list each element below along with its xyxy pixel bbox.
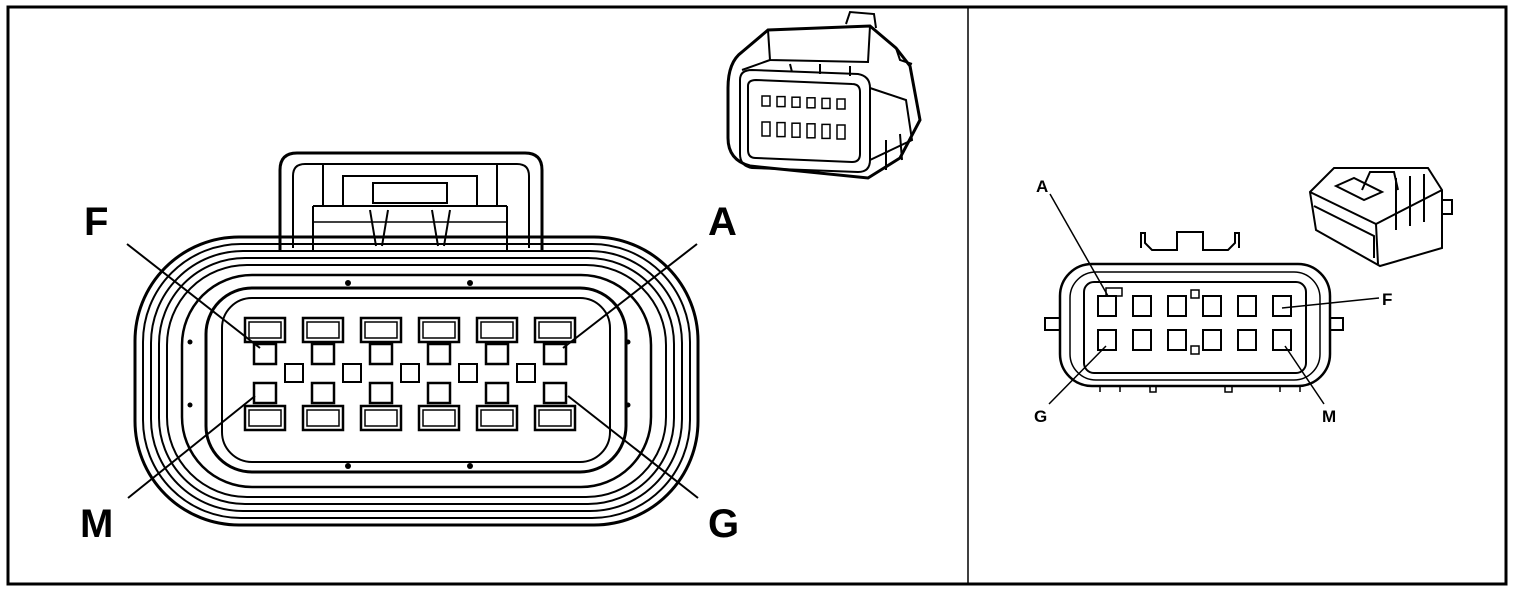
- terminal-bottom: [542, 381, 568, 405]
- cavity-divider: [284, 363, 304, 383]
- terminal-bottom: [426, 381, 452, 405]
- cavity-bottom: [1132, 329, 1152, 351]
- connector-mating-3d-icon: [1308, 167, 1453, 268]
- terminal-top: [542, 342, 568, 366]
- left-leader-lines: [126, 243, 699, 499]
- cavity-top: [243, 316, 287, 344]
- thumb-cavity-bottom: [761, 121, 771, 137]
- cavity-bottom: [243, 404, 287, 432]
- terminal-bottom: [310, 381, 336, 405]
- left-face-dots: [187, 280, 631, 469]
- thumb-cavity-top: [806, 97, 816, 109]
- terminal-bottom: [484, 381, 510, 405]
- cavity-bottom: [359, 404, 403, 432]
- cavity-top-inner: [364, 321, 398, 339]
- thumb-cavity-top: [776, 95, 786, 108]
- cavity-top-inner: [538, 321, 572, 339]
- cavity-top-inner: [248, 321, 282, 339]
- right-cavity-grid: [1097, 295, 1292, 351]
- thumb-cavity-bottom: [791, 122, 801, 138]
- thumb-cavity-top: [791, 96, 801, 108]
- cavity-top: [417, 316, 461, 344]
- cavity-top-inner: [480, 321, 514, 339]
- thumb-cavity-bottom: [806, 123, 816, 139]
- cavity-top-inner: [306, 321, 340, 339]
- outer-frame: [6, 5, 1508, 586]
- right-label-bottom-left: G: [1034, 407, 1047, 426]
- cavity-bottom-inner: [306, 409, 340, 427]
- thumb-cavity-bottom: [836, 124, 846, 140]
- cavity-divider: [342, 363, 362, 383]
- terminal-bottom: [368, 381, 394, 405]
- connector-harness-3d-icon: [726, 10, 922, 180]
- terminal-top: [310, 342, 336, 366]
- terminal-top: [426, 342, 452, 366]
- right-label-bottom-right: M: [1322, 407, 1336, 426]
- left-label-bottom-right: G: [708, 502, 739, 546]
- thumb-cavity-bottom: [821, 123, 831, 140]
- left-label-bottom-left: M: [80, 502, 113, 546]
- cavity-bottom-inner: [538, 409, 572, 427]
- cavity-top: [533, 316, 577, 344]
- right-label-top-left: A: [1036, 177, 1048, 196]
- cavity-bottom: [1272, 329, 1292, 351]
- cavity-bottom-inner: [364, 409, 398, 427]
- thumb-cavity-grid: [761, 95, 846, 140]
- cavity-top: [1237, 295, 1257, 317]
- thumb-cavity-top: [836, 98, 846, 110]
- cavity-top: [359, 316, 403, 344]
- terminal-top: [252, 342, 278, 366]
- right-label-top-right: F: [1382, 290, 1392, 309]
- terminal-top: [484, 342, 510, 366]
- right-leader-lines: [1048, 193, 1380, 405]
- cavity-bottom-inner: [480, 409, 514, 427]
- left-label-top-right: A: [708, 200, 737, 244]
- cavity-top: [1167, 295, 1187, 317]
- left-connector-face: [133, 151, 700, 527]
- thumb-cavity-bottom: [776, 121, 786, 138]
- thumb-cavity-top: [821, 97, 831, 110]
- left-label-top-left: F: [84, 200, 108, 244]
- terminal-top: [368, 342, 394, 366]
- cavity-divider: [458, 363, 478, 383]
- cavity-bottom: [301, 404, 345, 432]
- thumb-cavity-top: [761, 95, 771, 107]
- cavity-top: [1132, 295, 1152, 317]
- cavity-top: [475, 316, 519, 344]
- cavity-bottom: [1097, 329, 1117, 351]
- cavity-top: [1097, 295, 1117, 317]
- cavity-bottom: [1167, 329, 1187, 351]
- cavity-bottom: [417, 404, 461, 432]
- cavity-top-inner: [422, 321, 456, 339]
- cavity-bottom-inner: [422, 409, 456, 427]
- cavity-bottom: [1202, 329, 1222, 351]
- cavity-top: [1272, 295, 1292, 317]
- cavity-bottom: [533, 404, 577, 432]
- cavity-top: [1202, 295, 1222, 317]
- cavity-bottom-inner: [248, 409, 282, 427]
- cavity-bottom: [1237, 329, 1257, 351]
- cavity-bottom: [475, 404, 519, 432]
- cavity-top: [301, 316, 345, 344]
- cavity-divider: [400, 363, 420, 383]
- terminal-bottom: [252, 381, 278, 405]
- right-connector-face: [1044, 231, 1344, 393]
- left-cavity-grid: [243, 316, 577, 432]
- cavity-divider: [516, 363, 536, 383]
